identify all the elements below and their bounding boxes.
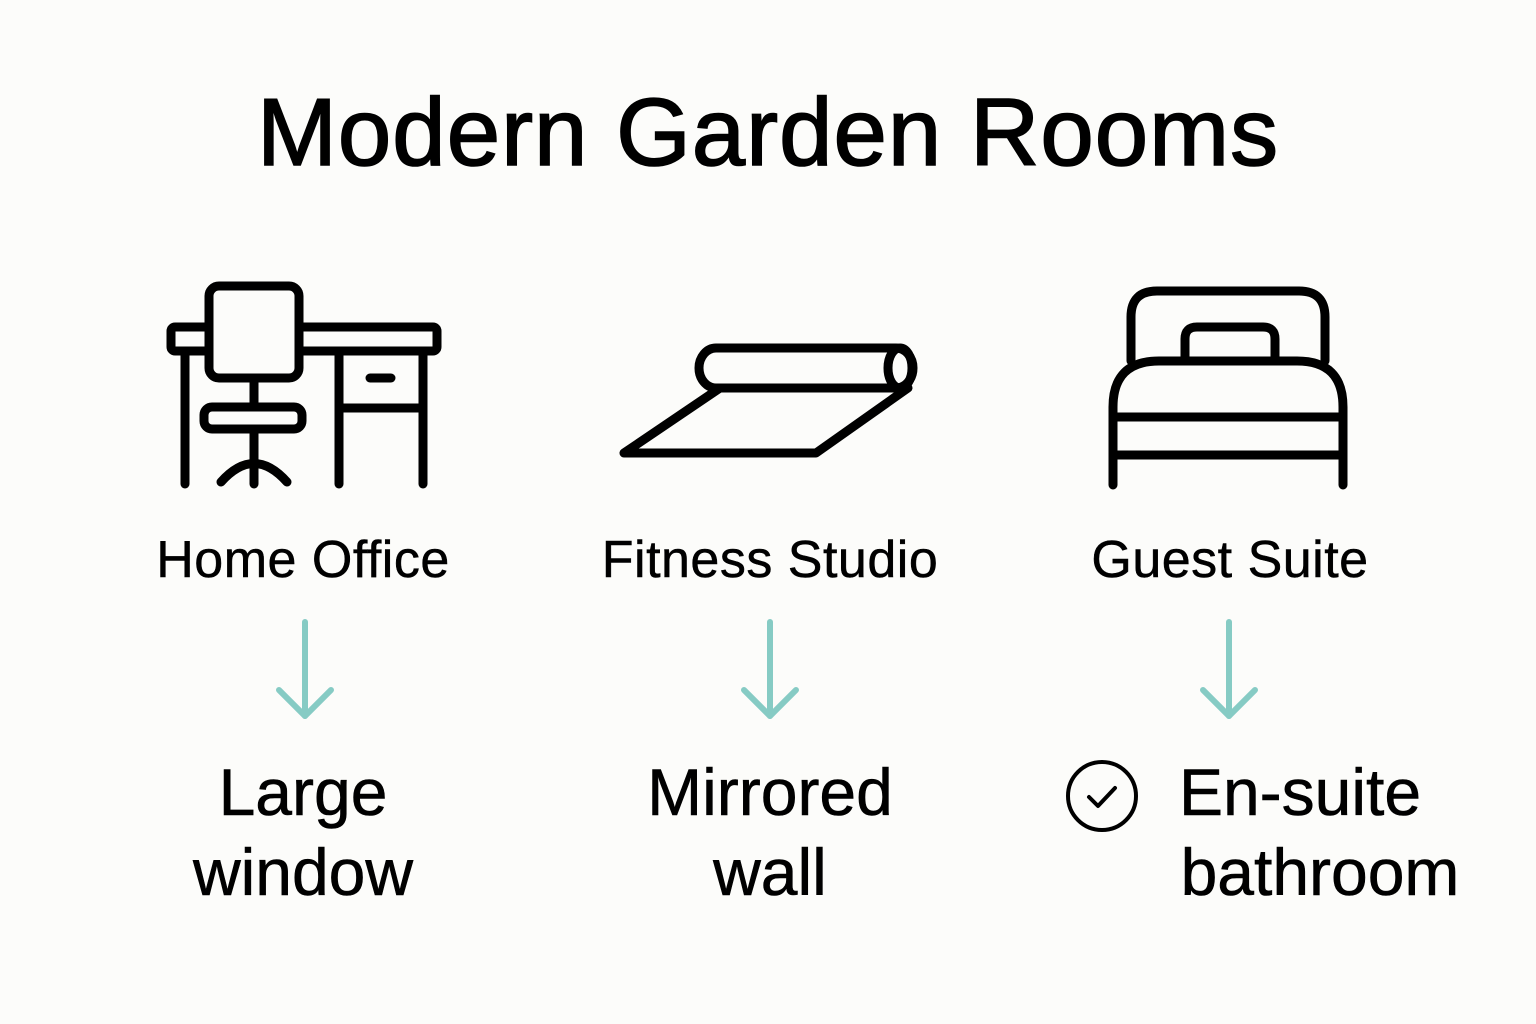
check-circle-icon xyxy=(1066,760,1138,832)
room-label: Guest Suite xyxy=(1091,531,1369,590)
desk-chair-icon xyxy=(166,281,442,489)
room-home-office: Home Office Large window xyxy=(63,0,543,1024)
arrow-down-icon xyxy=(741,619,799,719)
room-label: Fitness Studio xyxy=(601,531,939,590)
yoga-mat-icon xyxy=(619,343,918,458)
feature-text: Mirrored wall xyxy=(647,755,893,910)
feature-text: Large window xyxy=(192,755,414,910)
room-fitness-studio: Fitness Studio Mirrored wall xyxy=(530,0,1010,1024)
room-guest-suite: Guest Suite En-suite bathroom xyxy=(990,0,1470,1024)
page-title: Modern Garden Rooms xyxy=(256,78,1280,187)
arrow-down-icon xyxy=(1200,619,1258,719)
arrow-down-icon xyxy=(276,619,334,719)
room-label: Home Office xyxy=(156,531,450,590)
bed-icon xyxy=(1108,286,1348,490)
feature-text: En-suite bathroom xyxy=(1178,755,1460,910)
